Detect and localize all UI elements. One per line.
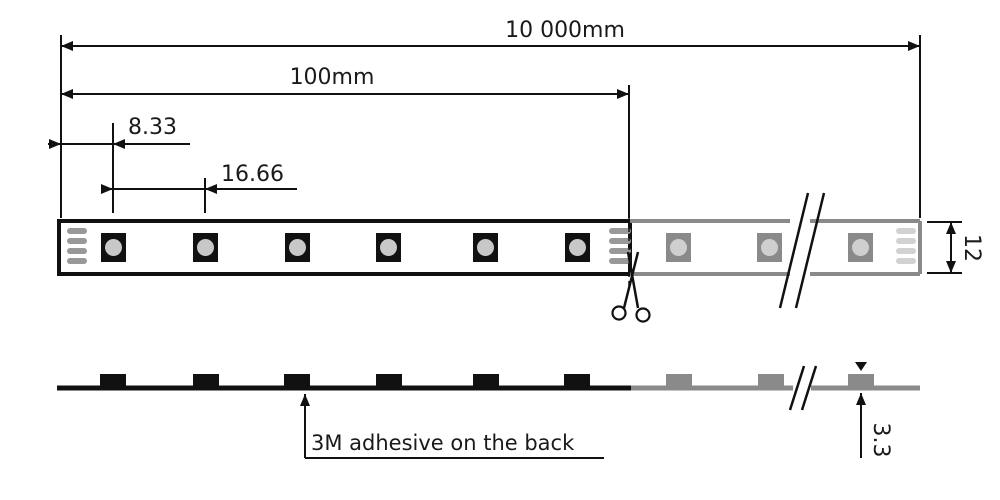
strip-side-view	[57, 365, 920, 411]
cut-length-dimension: 100mm	[61, 65, 630, 218]
led-chip	[101, 233, 126, 262]
led-chip	[666, 233, 691, 262]
left-solder-pad	[67, 228, 87, 264]
right-solder-pad	[896, 228, 916, 264]
led-profile	[666, 374, 692, 387]
led-profile	[758, 374, 784, 387]
strip-top-view-dark-segment	[57, 219, 632, 276]
led-chip	[193, 233, 218, 262]
led-profile	[100, 374, 126, 387]
led-profile	[848, 374, 874, 387]
led-profile	[284, 374, 310, 387]
strip-height-dimension: 3.3	[855, 362, 893, 458]
strip-height-label: 3.3	[868, 423, 893, 458]
led-offset-dimension: 8.33	[48, 115, 190, 213]
adhesive-label: 3M adhesive on the back	[311, 431, 575, 455]
led-offset-label: 8.33	[128, 115, 177, 140]
led-chip	[285, 233, 310, 262]
led-chip	[473, 233, 498, 262]
cut-solder-pad	[609, 228, 631, 264]
cut-length-label: 100mm	[290, 65, 375, 90]
led-pitch-label: 16.66	[221, 162, 284, 187]
strip-top-view-faded-segment	[630, 192, 922, 309]
scissors-icon	[611, 251, 651, 323]
led-profile	[564, 374, 590, 387]
led-profile	[193, 374, 219, 387]
led-chip	[848, 233, 873, 262]
led-chip	[376, 233, 401, 262]
led-profile	[376, 374, 402, 387]
led-chip	[565, 233, 590, 262]
total-length-label: 10 000mm	[505, 18, 625, 43]
led-chip	[757, 233, 782, 262]
strip-width-label: 12	[959, 234, 984, 262]
strip-width-dimension: 12	[927, 221, 984, 274]
total-length-dimension: 10 000mm	[60, 15, 921, 218]
adhesive-callout: 3M adhesive on the back	[300, 394, 604, 459]
led-profile	[473, 374, 499, 387]
led-pitch-dimension: 16.66	[101, 162, 297, 213]
break-mark	[788, 365, 818, 411]
break-mark	[778, 192, 826, 309]
